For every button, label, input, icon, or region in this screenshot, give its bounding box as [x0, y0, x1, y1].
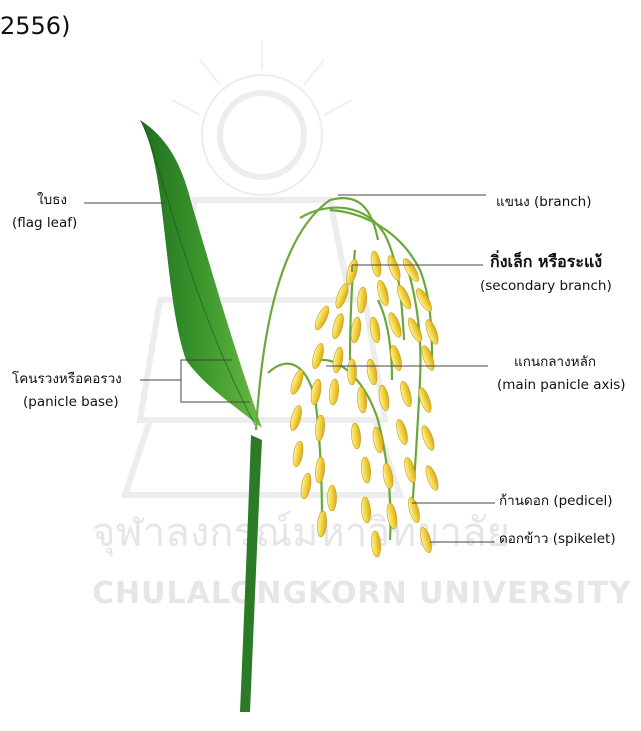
label-main-axis-thai: แกนกลางหลัก — [514, 356, 596, 370]
label-secondary-branch-thai: กิ่งเล็ก หรือระแง้ — [490, 254, 602, 270]
flag-leaf — [140, 120, 262, 428]
label-flag-leaf-english: (flag leaf) — [12, 217, 77, 231]
label-main-axis-english: (main panicle axis) — [497, 379, 626, 393]
label-secondary-branch-english: (secondary branch) — [480, 280, 612, 294]
figure-caption: 2556) — [0, 14, 70, 38]
label-flag-leaf-thai: ใบธง — [37, 194, 67, 208]
label-panicle-base-thai: โคนรวงหรือคอรวง — [12, 373, 122, 387]
label-pedicel: ก้านดอก (pedicel) — [499, 495, 613, 509]
panicle-branches — [256, 198, 432, 540]
label-panicle-base-english: (panicle base) — [23, 396, 119, 410]
label-spikelet: ดอกข้าว (spikelet) — [499, 533, 616, 547]
label-branch: แขนง (branch) — [496, 196, 592, 210]
stem — [240, 435, 262, 712]
